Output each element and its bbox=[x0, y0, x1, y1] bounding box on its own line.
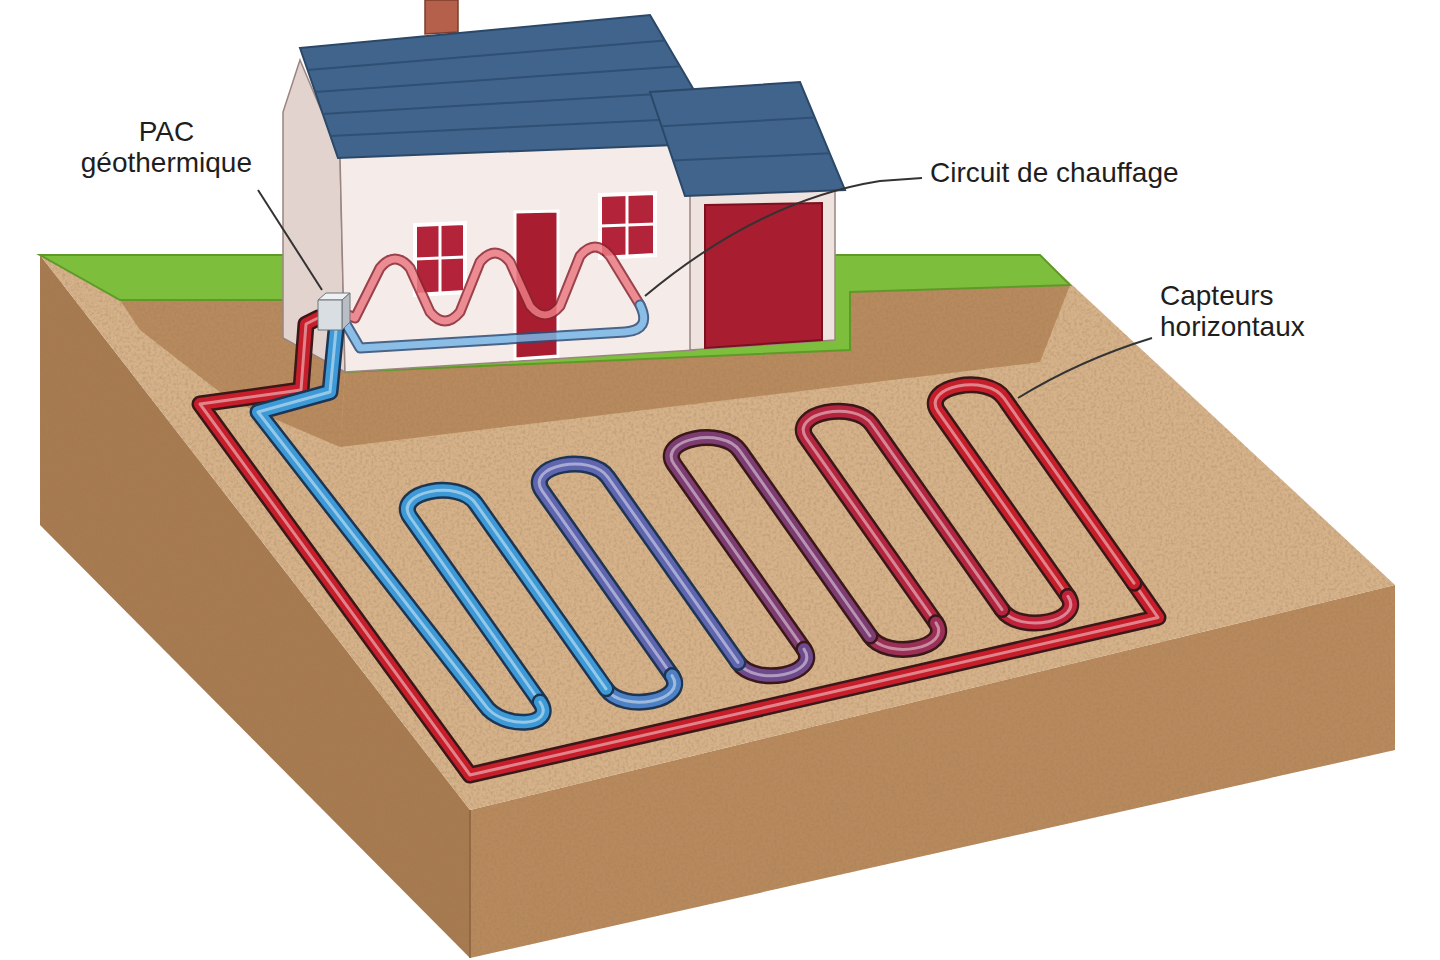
callout-label: Circuit de chauffage bbox=[930, 157, 1179, 188]
callout-label: Capteurs horizontaux bbox=[1160, 280, 1305, 342]
leader-lines bbox=[258, 178, 1152, 398]
heating-circuit bbox=[346, 247, 644, 348]
house bbox=[283, 0, 845, 372]
block-edge bbox=[469, 810, 471, 958]
callout-label: PAC géothermique bbox=[81, 116, 252, 178]
heat-pump-unit bbox=[318, 293, 350, 330]
horizontal-collector bbox=[200, 318, 1158, 775]
